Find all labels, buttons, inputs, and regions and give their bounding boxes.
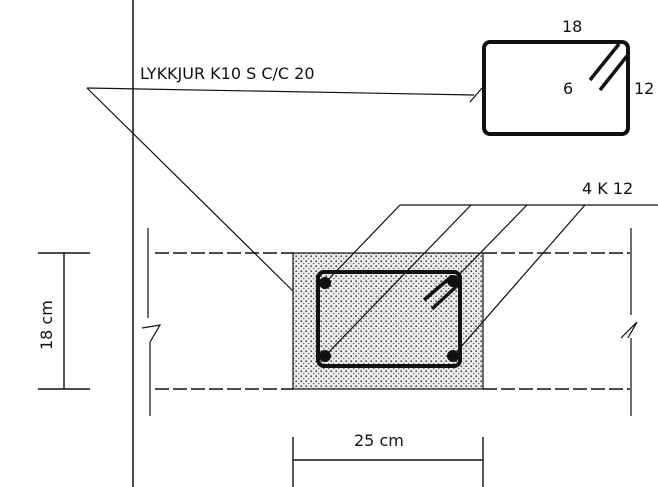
stirrup-callout-label: LYKKJUR K10 S C/C 20: [140, 64, 315, 83]
stirrup-hook-1: [588, 42, 621, 82]
section-width-label: 25 cm: [354, 431, 404, 450]
stirrup-height-label: 12: [634, 79, 654, 98]
stirrup-shape: [482, 40, 630, 136]
right-break-line: [620, 228, 638, 416]
section-stirrup: [316, 270, 462, 368]
section-stirrup-hook-2: [430, 282, 461, 311]
slab-lines: [155, 252, 630, 390]
main-bars-leader: [324, 204, 658, 357]
main-bars-callout-label: 4 K 12: [582, 179, 633, 198]
stirrup-hook-label: 6: [563, 79, 573, 98]
stirrup-width-label: 18: [562, 17, 582, 36]
stirrup-hook-2: [598, 54, 629, 92]
stirrup-leader: [86, 87, 483, 297]
left-break-line: [141, 228, 162, 416]
stirrup-detail: 18 12 6: [482, 17, 654, 136]
height-dimension: [38, 252, 90, 390]
section-height-label: 18 cm: [37, 300, 56, 350]
width-dimension: [292, 437, 484, 487]
